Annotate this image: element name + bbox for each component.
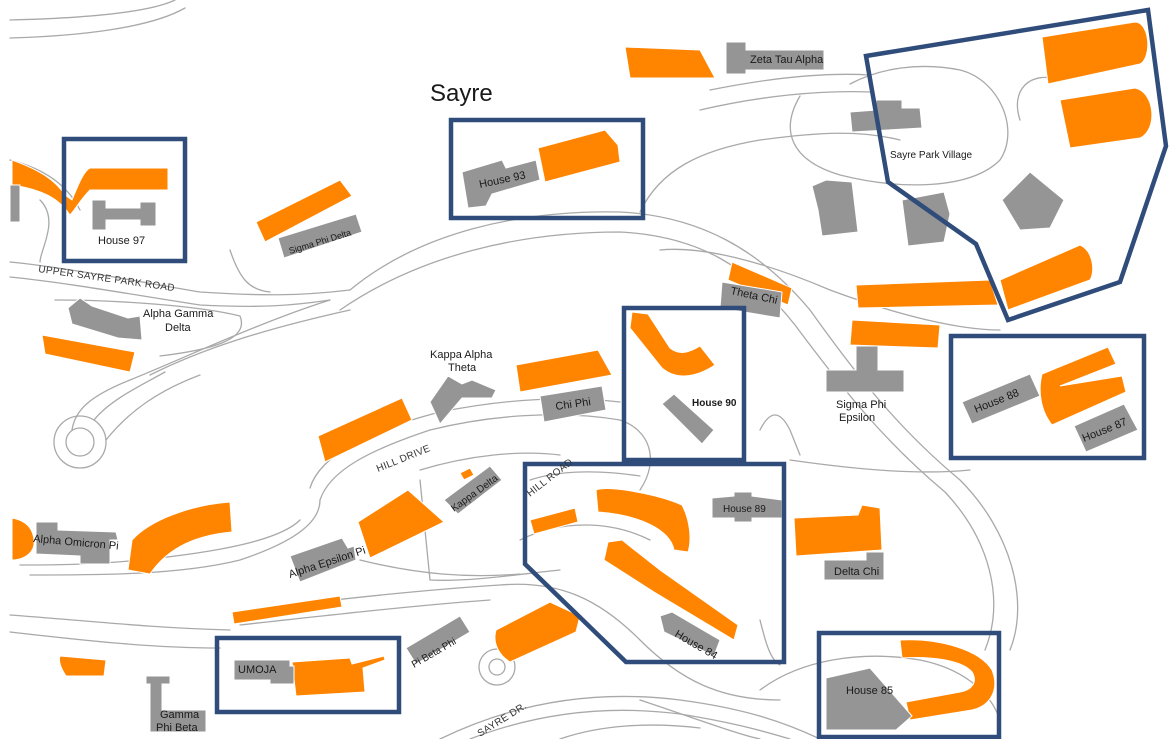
parking-lots (11, 21, 1153, 721)
label-kappa-alpha-theta-1: Kappa Alpha (430, 349, 493, 361)
lot-zeta-tau-alpha (624, 46, 716, 79)
bldg-sigma-phi-epsilon (825, 345, 905, 393)
label-kappa-alpha-theta-2: Theta (448, 362, 477, 374)
bldg-chi-phi (539, 385, 607, 423)
highlight-umoja (214, 635, 402, 715)
label-alpha-gamma-delta-1: Alpha Gamma (143, 308, 214, 320)
highlight-house-97 (61, 136, 188, 264)
highlight-boxes (61, 7, 1169, 739)
label-alpha-gamma-delta-2: Delta (165, 322, 192, 334)
lot-sigma-phi-delta (255, 179, 353, 243)
lot-house-84 (603, 539, 739, 641)
bldg-umoja (233, 659, 295, 685)
bldg-zeta-tau-alpha (725, 41, 825, 75)
lot-sayre-east-long (855, 279, 999, 309)
lot-pi-beta-phi (494, 601, 581, 663)
bldg-sigma-phi-delta (277, 213, 363, 259)
bldg-house-88 (961, 373, 1041, 425)
label-house-89: House 89 (723, 504, 766, 515)
label-umoja: UMOJA (238, 664, 277, 676)
lot-house-97 (11, 159, 169, 216)
bldg-house-90 (661, 393, 715, 445)
bldg-gamma-phi-beta (145, 675, 207, 733)
bldg-house-85 (825, 667, 913, 731)
lot-house-85 (899, 639, 996, 721)
highlight-house-88-87 (948, 333, 1147, 461)
bldg-alpha-omicron-pi (35, 521, 119, 565)
label-sigma-phi-epsilon-1: Sigma Phi (836, 399, 886, 411)
lot-sayre-park-village-middle (1059, 87, 1153, 149)
lot-sayre-park-village-top (1041, 21, 1149, 85)
highlight-house-93 (448, 117, 646, 221)
label-chi-phi: Chi Phi (555, 396, 592, 413)
lot-alpha-omicron-pi-right (127, 501, 233, 575)
label-delta-chi: Delta Chi (834, 566, 879, 578)
lot-kappa-delta (357, 489, 445, 559)
lot-middle-long (231, 595, 343, 625)
bldg-house-97 (91, 199, 157, 231)
lot-alpha-omicron-pi-left (11, 517, 35, 561)
label-sigma-phi-epsilon-2: Epsilon (839, 412, 875, 424)
bldg-alpha-epsilon-pi (289, 537, 357, 583)
lot-sigma-phi-epsilon (849, 319, 941, 349)
highlight-house-85 (816, 630, 1002, 739)
lot-alpha-gamma-delta (41, 334, 136, 373)
lot-hill-drive (317, 397, 413, 463)
lot-delta-chi (793, 504, 883, 557)
bldg-sayre-park-village-c (901, 191, 951, 247)
lot-gamma-phi-beta (59, 655, 107, 677)
highlight-house-89-84 (522, 461, 787, 665)
label-house-90: House 90 (692, 398, 737, 409)
label-zeta-tau-alpha: Zeta Tau Alpha (750, 54, 824, 66)
label-sayre-park-village: Sayre Park Village (890, 150, 973, 161)
bldg-house-93 (461, 159, 541, 209)
lot-chi-phi (515, 349, 613, 393)
bldg-sayre-park-village-a (849, 99, 923, 133)
bldg-house-87 (1073, 403, 1139, 453)
lot-umoja (291, 655, 386, 697)
bldg-left-edge (9, 184, 21, 223)
bldg-alpha-gamma-delta (67, 297, 143, 341)
highlight-sayre-park-village (863, 7, 1169, 323)
bldg-sayre-park-village-d (1001, 171, 1065, 231)
road-network (9, 0, 1061, 739)
lot-house-87-88 (1039, 346, 1127, 426)
lot-house-90 (629, 311, 716, 377)
lot-house-93 (537, 129, 621, 183)
label-house-97: House 97 (98, 235, 145, 247)
bldg-kappa-alpha-theta (429, 375, 497, 425)
map-title: Sayre (430, 80, 493, 107)
bldg-delta-chi (823, 551, 885, 581)
bldg-house-84 (659, 611, 721, 657)
label-house-85: House 85 (846, 685, 893, 697)
lot-house-89 (595, 488, 691, 553)
highlight-house-90 (621, 305, 747, 463)
buildings (9, 41, 1139, 733)
bldg-kappa-delta (443, 465, 503, 515)
label-gamma-phi-beta-1: Gamma (160, 709, 200, 721)
bldg-pi-beta-phi (405, 615, 471, 665)
bldg-sayre-park-village-b (811, 179, 859, 237)
road-sayre-dr: SAYRE DR. (476, 701, 529, 739)
lot-hill-road-left (529, 507, 579, 535)
label-gamma-phi-beta-2: Phi Beta (156, 722, 198, 734)
lot-kappa-alpha-theta-small (459, 467, 475, 481)
lot-sayre-park-village-bottom (999, 244, 1094, 311)
